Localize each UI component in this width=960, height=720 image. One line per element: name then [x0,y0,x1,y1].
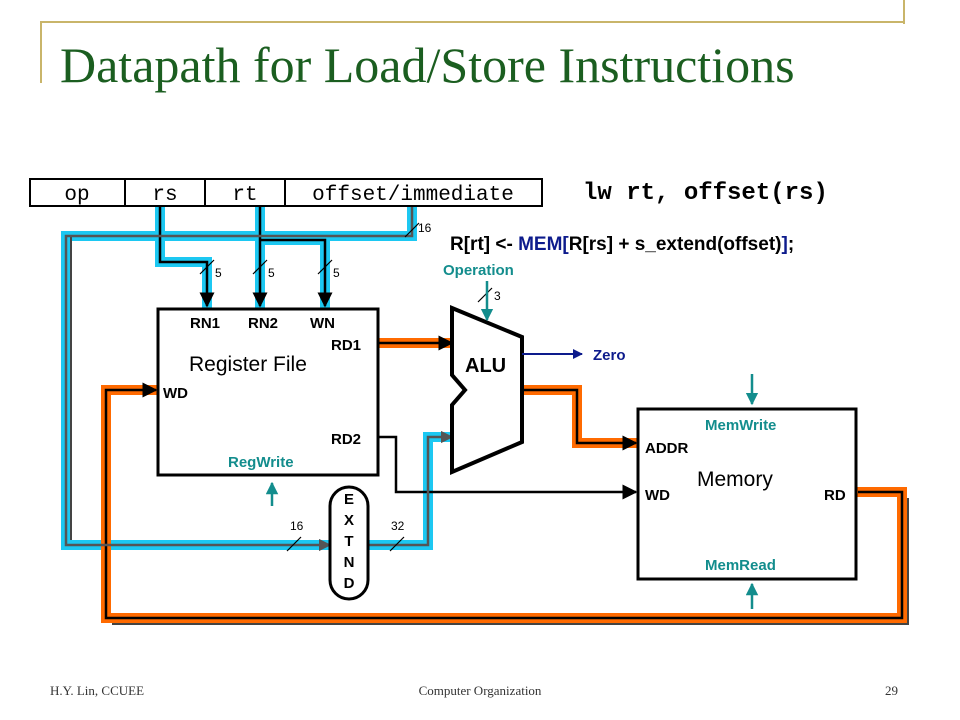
regwrite-label: RegWrite [228,454,294,471]
footer-course: Computer Organization [418,683,542,698]
path-shadows [70,236,909,625]
operation-label: Operation [443,262,514,279]
port-mem-wd: WD [645,487,670,504]
port-mem-rd: RD [824,487,846,504]
footer-author: H.Y. Lin, CCUEE [50,683,145,698]
port-rn2: RN2 [248,315,278,332]
instruction-format: op rs rt offset/immediate [29,178,543,207]
offset-wires [64,206,454,552]
field-rs: rs [152,184,177,207]
sign-extend-unit: E X T N D [328,485,370,601]
alu: ALU [450,305,524,476]
title-frame-left [40,21,42,83]
memory-label: Memory [697,468,773,491]
footer-page-number: 29 [885,683,898,698]
wire-offset-to-extend [64,206,414,552]
memwrite-label: MemWrite [705,417,776,434]
width-op: 3 [494,289,501,303]
wire-rs-to-rn1 [158,206,215,308]
bus-width-marks: 5 5 5 16 3 16 32 [199,221,501,552]
title-frame-right [903,0,905,24]
port-rd2: RD2 [331,431,361,448]
width-ext-in: 16 [290,519,304,533]
extend-letter-e: E [344,491,354,508]
register-file: RN1 RN2 WN RD1 Register File WD RD2 RegW… [156,307,380,477]
wire-alu-to-addr [522,388,638,451]
register-file-label: Register File [189,353,307,376]
port-wd: WD [163,385,188,402]
field-op: op [64,184,89,207]
field-rt: rt [232,184,257,207]
extend-letter-t: T [344,533,353,550]
title-frame-top [40,21,905,23]
wire-rt-to-wn [260,238,333,308]
alu-label: ALU [465,355,506,377]
port-rd1: RD1 [331,337,361,354]
memory: MemWrite ADDR Memory WD RD MemRead [636,407,858,581]
width-ext-out: 32 [391,519,405,533]
port-rn1: RN1 [190,315,220,332]
extend-letter-d: D [344,575,355,592]
rtl-text: R[rt] <- MEM[R[rs] + s_extend(offset)]; [450,234,794,255]
field-offset: offset/immediate [312,184,514,207]
extend-letter-x: X [344,512,354,529]
width-rt2: 5 [333,266,340,280]
port-wn: WN [310,315,335,332]
port-addr: ADDR [645,440,688,457]
width-offset: 16 [418,221,432,235]
wire-extend-to-alu [368,430,454,547]
width-rt1: 5 [268,266,275,280]
orange-path-alu-addr [517,385,643,448]
wire-rd2-to-memwd [378,435,638,500]
slide-title: Datapath for Load/Store Instructions [60,37,795,93]
width-rs: 5 [215,266,222,280]
cyan-path-rs [155,201,212,309]
register-wires [104,206,904,620]
wire-rd-to-wd [104,382,904,620]
asm-text: lw rt, offset(rs) [583,180,828,207]
memread-label: MemRead [705,557,776,574]
zero-label: Zero [593,347,626,364]
extend-letter-n: N [344,554,355,571]
